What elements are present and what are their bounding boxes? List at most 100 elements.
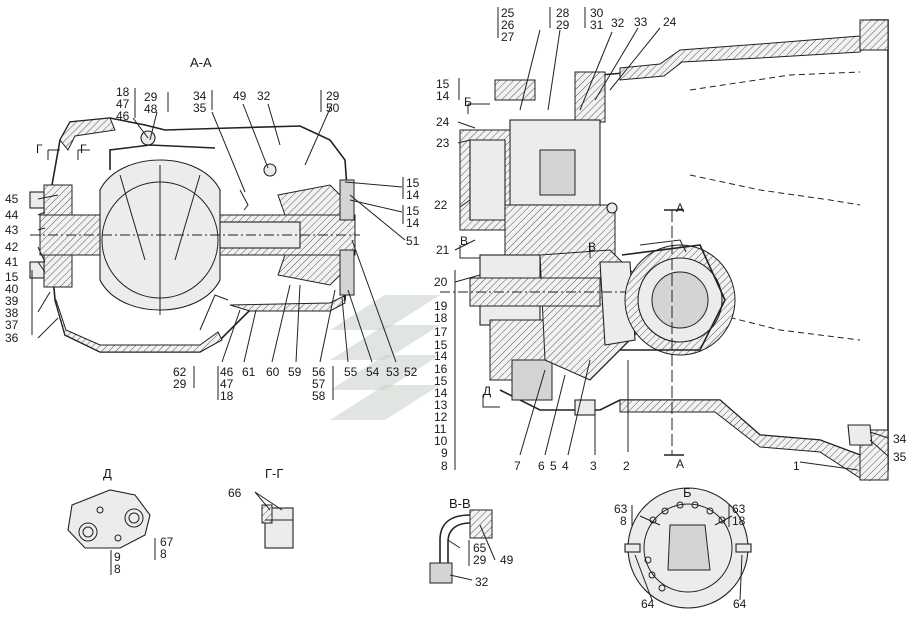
callout: 40 [5,282,19,296]
callout: 64 [641,597,655,611]
callout: 50 [326,101,340,115]
callout: 11 [434,422,447,436]
callout: 24 [663,15,677,29]
marker-g-left: Г [36,142,43,156]
callout: 5 [550,459,557,473]
callout: 37 [5,318,19,332]
callout: 2 [623,459,630,473]
callout: 15 [5,270,19,284]
marker-v-left: В [460,234,468,248]
callout: 63 [614,502,628,516]
callout: 10 [434,434,448,448]
callout: 15 [406,204,420,218]
callout: 49 [233,89,247,103]
marker-a-top: А [676,201,684,215]
callout: 1 [793,459,800,473]
callout: 58 [312,389,326,403]
detail-vv-view [429,509,493,584]
callout: 60 [266,365,280,379]
callout: 29 [326,89,340,103]
title-vv: В-В [449,496,471,511]
callout: 29 [556,18,570,32]
callout: 23 [436,136,450,150]
title-b: Б [683,485,692,500]
callout: 16 [434,362,448,376]
callout: 21 [436,243,450,257]
callout: 66 [228,486,242,500]
section-titles: А-А Д Г-Г В-В Б [103,55,692,511]
marker-v-right: В [588,240,596,254]
callout: 44 [5,208,19,222]
callout: 18 [732,514,746,528]
callout: 28 [556,6,570,20]
callout: 27 [501,30,515,44]
callout: 24 [436,115,450,129]
callout: 9 [441,446,448,460]
callout: 36 [5,331,19,345]
callout: 14 [406,216,420,230]
callout: 29 [473,553,487,567]
marker-b: Б [464,95,472,109]
callout: 52 [404,365,418,379]
marker-g-right: Г [80,142,87,156]
callout: 64 [733,597,747,611]
callout: 29 [173,377,187,391]
callout: 15 [434,338,448,352]
title-gg: Г-Г [265,466,283,481]
callout: 41 [5,255,19,269]
callout: 63 [732,502,746,516]
callout: 9 [114,550,121,564]
callout: 57 [312,377,326,391]
callout: 31 [590,18,604,32]
callout: 61 [242,365,256,379]
callout: 48 [144,102,158,116]
callout: 19 [434,299,448,313]
callout: 15 [406,176,420,190]
callout: 18 [220,389,234,403]
section-markers: Г Г Б В В Д А А [36,95,684,471]
callout: 7 [514,459,521,473]
title-aa: А-А [190,55,212,70]
callout: 6 [538,459,545,473]
callout: 8 [114,562,121,576]
callout: 43 [5,223,19,237]
callout: 47 [116,97,130,111]
leader-lines [37,27,889,601]
callout: 35 [893,450,907,464]
label-bars [31,7,730,575]
callout: 13 [434,398,448,412]
callout: 42 [5,240,19,254]
callout: 39 [5,294,19,308]
marker-a-bottom: А [676,457,684,471]
callout: 12 [434,410,448,424]
callout: 14 [434,349,448,363]
callout: 51 [406,234,420,248]
callout: 15 [434,374,448,388]
main-section-view [440,19,889,482]
callout: 32 [475,575,489,589]
callout: 34 [193,89,207,103]
detail-gg-view [261,504,294,549]
callout: 8 [620,514,627,528]
detail-b-view [624,487,752,609]
callout: 46 [220,365,234,379]
callout: 22 [434,198,448,212]
callout: 20 [434,275,448,289]
detail-d-view [67,489,151,549]
section-aa-view [29,117,360,353]
callout: 59 [288,365,302,379]
callout: 25 [501,6,515,20]
part-labels: 18 47 46 29 48 34 35 49 32 29 50 45 44 4… [5,6,907,611]
callout: 62 [173,365,187,379]
callout: 8 [441,459,448,473]
callout: 45 [5,192,19,206]
callout: 67 [160,535,174,549]
callout: 54 [366,365,380,379]
callout: 32 [611,16,625,30]
callout: 32 [257,89,271,103]
callout: 14 [406,188,420,202]
callout: 14 [436,89,450,103]
callout: 4 [562,459,569,473]
callout: 18 [434,311,448,325]
